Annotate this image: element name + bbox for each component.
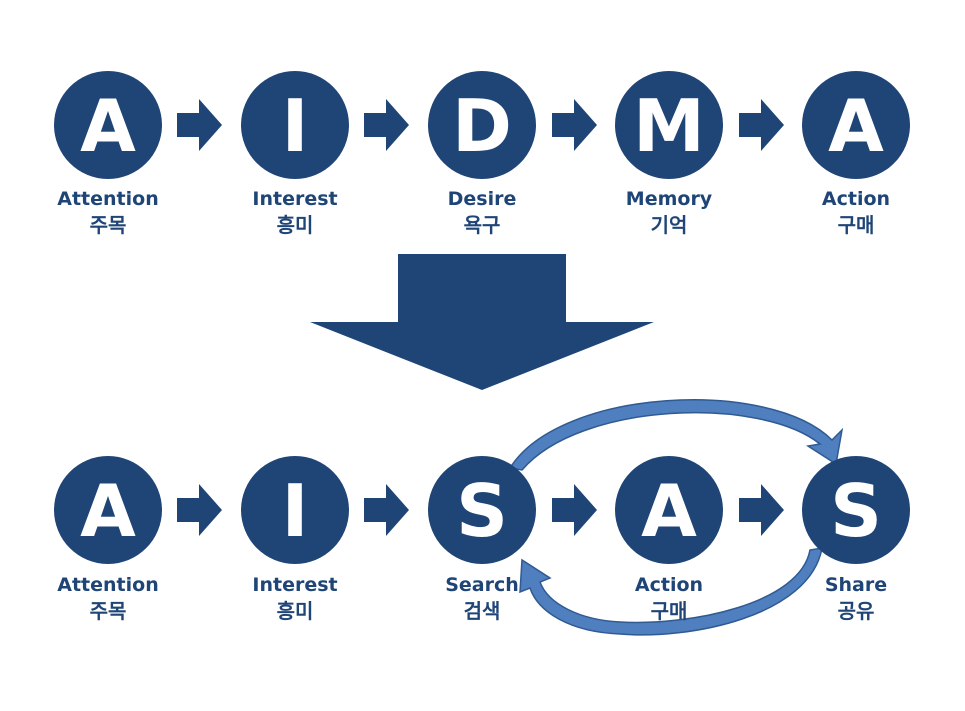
aisas-stage-5: S Share 공유 bbox=[802, 456, 910, 623]
stage-label: Share bbox=[825, 574, 887, 596]
aidma-stage-4: M Memory 기억 bbox=[615, 71, 723, 237]
stage-letter: I bbox=[282, 84, 309, 168]
stage-circle bbox=[428, 71, 536, 179]
right-arrow-icon bbox=[552, 99, 597, 151]
stage-circle bbox=[615, 71, 723, 179]
aidma-stage-1: A Attention 주목 bbox=[54, 71, 162, 237]
aisas-stage-1: A Attention 주목 bbox=[54, 456, 162, 623]
aisas-stage-4: A Action 구매 bbox=[615, 456, 723, 623]
aisas-stage-2: I Interest 흥미 bbox=[241, 456, 349, 623]
stage-label: Interest bbox=[252, 574, 337, 596]
right-arrow-icon bbox=[177, 484, 222, 536]
right-arrow-icon bbox=[364, 99, 409, 151]
stage-letter: I bbox=[282, 469, 309, 553]
stage-label: Action bbox=[635, 574, 703, 596]
right-arrow-icon bbox=[364, 484, 409, 536]
stage-circle bbox=[802, 71, 910, 179]
down-arrow-icon bbox=[310, 254, 654, 390]
stage-label-korean: 검색 bbox=[464, 599, 501, 623]
aidma-stage-2: I Interest 흥미 bbox=[241, 71, 349, 237]
aidma-stage-3: D Desire 욕구 bbox=[428, 71, 536, 237]
stage-label-korean: 주목 bbox=[90, 599, 127, 623]
stage-label-korean: 구매 bbox=[651, 599, 688, 623]
aidma-row: A Attention 주목 I Interest 흥미 D Desire 욕구… bbox=[54, 71, 910, 237]
stage-circle bbox=[428, 456, 536, 564]
stage-label-korean: 공유 bbox=[838, 599, 875, 623]
right-arrow-icon bbox=[739, 484, 784, 536]
stage-letter: A bbox=[641, 469, 697, 553]
right-arrow-icon bbox=[552, 484, 597, 536]
aisas-stage-3: S Search 검색 bbox=[428, 456, 536, 623]
stage-circle bbox=[54, 71, 162, 179]
stage-circle bbox=[241, 71, 349, 179]
stage-label: Action bbox=[822, 188, 890, 210]
stage-label: Search bbox=[445, 574, 519, 596]
aidma-stage-5: A Action 구매 bbox=[802, 71, 910, 237]
curved-arrow-icon bbox=[519, 547, 823, 636]
aisas-row: A Attention 주목 I Interest 흥미 S Search 검색… bbox=[54, 456, 910, 623]
stage-letter: A bbox=[80, 84, 136, 168]
stage-label-korean: 기억 bbox=[651, 213, 688, 237]
stage-label-korean: 흥미 bbox=[277, 213, 314, 237]
stage-label: Interest bbox=[252, 188, 337, 210]
stage-label: Attention bbox=[57, 188, 158, 210]
stage-label-korean: 욕구 bbox=[464, 213, 501, 237]
stage-circle bbox=[241, 456, 349, 564]
stage-circle bbox=[802, 456, 910, 564]
stage-letter: D bbox=[452, 84, 512, 168]
stage-label: Attention bbox=[57, 574, 158, 596]
stage-letter: A bbox=[80, 469, 136, 553]
stage-label: Memory bbox=[626, 188, 713, 210]
stage-circle bbox=[54, 456, 162, 564]
stage-label-korean: 주목 bbox=[90, 213, 127, 237]
stage-letter: S bbox=[456, 469, 508, 553]
stage-letter: A bbox=[828, 84, 884, 168]
stage-circle bbox=[615, 456, 723, 564]
right-arrow-icon bbox=[177, 99, 222, 151]
stage-label: Desire bbox=[448, 188, 517, 210]
stage-label-korean: 흥미 bbox=[277, 599, 314, 623]
stage-letter: S bbox=[830, 469, 882, 553]
stage-label-korean: 구매 bbox=[838, 213, 875, 237]
stage-letter: M bbox=[633, 84, 705, 168]
right-arrow-icon bbox=[739, 99, 784, 151]
